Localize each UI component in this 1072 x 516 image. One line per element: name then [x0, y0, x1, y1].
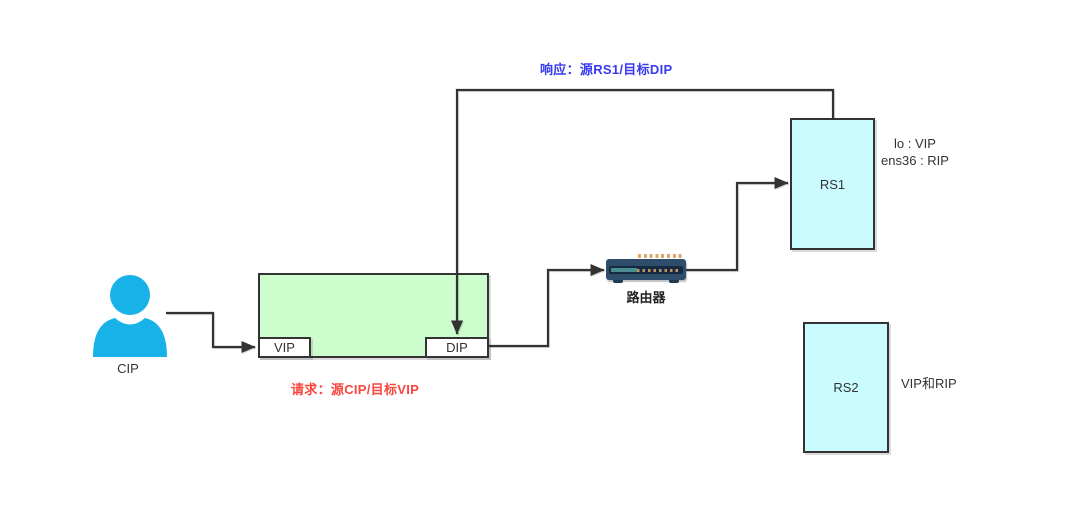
router-front-slot — [609, 266, 683, 274]
rs2-label: RS2 — [833, 380, 859, 395]
router-chassis — [606, 259, 686, 280]
rs2-box: RS2 — [803, 322, 889, 453]
rs1-note: lo : VIP ens36 : RIP — [858, 135, 972, 169]
person-icon — [93, 275, 167, 357]
router-screen — [611, 268, 637, 272]
router-led-row-top — [638, 254, 684, 258]
rs2-note: VIP和RIP — [901, 376, 957, 391]
path-client-to-vip — [166, 311, 256, 354]
client-person-icon — [90, 272, 170, 358]
router-led-row-front — [637, 268, 681, 272]
request-annotation: 请求：源CIP/目标VIP — [291, 382, 420, 397]
router-label: 路由器 — [626, 290, 666, 305]
dip-port: DIP — [425, 337, 489, 358]
path-dip-to-router — [489, 263, 605, 348]
router-foot-right — [669, 280, 679, 283]
path-router-to-rs1 — [686, 176, 789, 272]
rs1-note-line1: lo : VIP — [894, 136, 936, 151]
rs1-note-line2: ens36 : RIP — [881, 153, 949, 168]
router-foot-left — [613, 280, 623, 283]
response-annotation: 响应：源RS1/目标DIP — [540, 62, 673, 77]
client-label: CIP — [117, 361, 139, 376]
rs1-label: RS1 — [819, 176, 846, 192]
router-icon — [606, 254, 686, 288]
vip-port: VIP — [258, 337, 311, 358]
